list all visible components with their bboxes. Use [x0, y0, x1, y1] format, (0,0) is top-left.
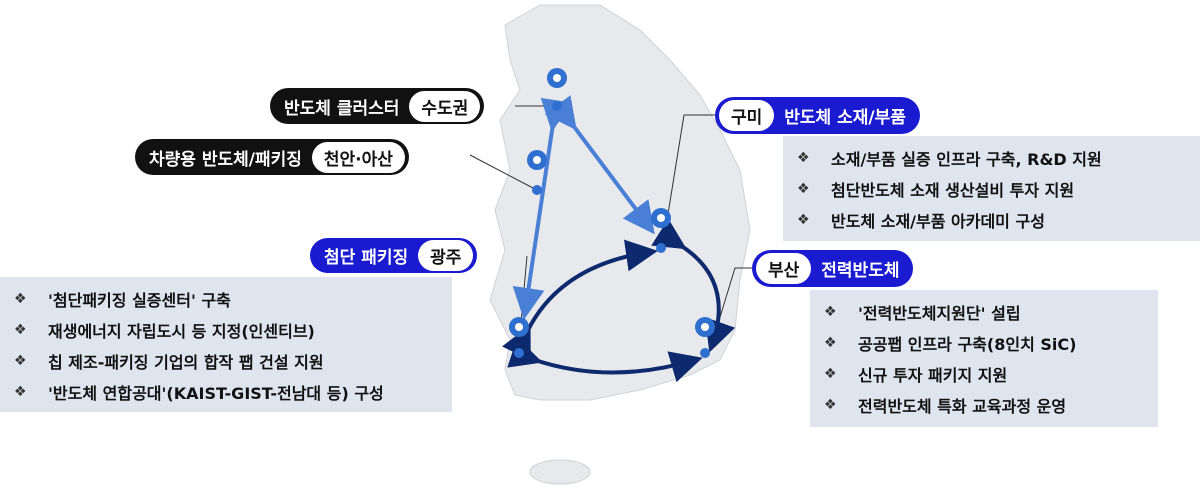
list-item: ❖ 칩 제조-패키징 기업의 합작 팹 건설 지원	[14, 345, 438, 376]
list-item: ❖ 소재/부품 실증 인프라 구축, R&D 지원	[797, 142, 1186, 173]
bullet-icon: ❖	[824, 396, 837, 413]
item-text: '첨단패키징 실증센터' 구축	[48, 290, 231, 310]
item-text: '전력반도체지원단' 설립	[858, 303, 1021, 323]
list-item: ❖ 첨단반도체 소재 생산설비 투자 지원	[797, 173, 1186, 204]
bullet-icon: ❖	[797, 180, 810, 197]
list-item: ❖ 공공팹 인프라 구축(8인치 SiC)	[824, 327, 1144, 358]
item-text: 칩 제조-패키징 기업의 합작 팹 건설 지원	[48, 352, 324, 372]
item-text: '반도체 연합공대'(KAIST-GIST-전남대 등) 구성	[48, 383, 384, 403]
item-text: 소재/부품 실증 인프라 구축, R&D 지원	[831, 149, 1102, 169]
bullet-icon: ❖	[14, 321, 27, 338]
leader-line	[662, 114, 715, 246]
item-text: 재생에너지 자립도시 등 지정(인센티브)	[48, 321, 315, 341]
region-label-capital: 반도체 클러스터 수도권	[270, 88, 485, 124]
item-text: 공공팹 인프라 구축(8인치 SiC)	[858, 334, 1077, 354]
region-label-busan: 부산 전력반도체	[752, 250, 914, 287]
arrow-gwangju-busan	[507, 337, 703, 383]
bullet-icon: ❖	[14, 383, 27, 400]
list-item: ❖ '첨단패키징 실증센터' 구축	[14, 283, 438, 314]
list-item: ❖ 전력반도체 특화 교육과정 운영	[824, 389, 1144, 420]
list-item: ❖ 신규 투자 패키지 지원	[824, 358, 1144, 389]
bullet-icon: ❖	[824, 303, 837, 320]
pin-icon-busan	[695, 317, 715, 358]
item-text: 전력반도체 특화 교육과정 운영	[858, 396, 1067, 416]
region-title: 전력반도체	[821, 261, 900, 281]
arrow-gumi-busan	[651, 218, 736, 353]
list-item: ❖ '반도체 연합공대'(KAIST-GIST-전남대 등) 구성	[14, 376, 438, 407]
region-place: 구미	[719, 100, 775, 131]
region-title: 반도체 소재/부품	[784, 108, 906, 128]
arrow-capital-gumi	[544, 95, 655, 235]
region-place: 천안·아산	[311, 141, 405, 173]
peninsula-shape	[489, 4, 751, 401]
gumi-details: ❖ 소재/부품 실증 인프라 구축, R&D 지원 ❖ 첨단반도체 소재 생산설비 …	[783, 136, 1200, 241]
jeju-island	[529, 459, 591, 485]
region-label-cheonan: 차량용 반도체/패키징 천안·아산	[135, 139, 409, 175]
bullet-icon: ❖	[797, 149, 810, 166]
bullet-icon: ❖	[14, 352, 27, 369]
region-title: 차량용 반도체/패키징	[149, 149, 302, 170]
gwangju-details: ❖'첨단패키징 실증센터' 구축 ❖재생에너지 자립도시 등 지정(인센티브) …	[0, 277, 452, 412]
region-place: 부산	[756, 253, 812, 284]
region-place: 광주	[418, 240, 474, 271]
region-label-gwangju: 첨단 패키징 광주	[310, 238, 478, 273]
pin-icon-gumi	[651, 208, 671, 253]
item-text: 반도체 소재/부품 아카데미 구성	[831, 211, 1045, 231]
bullet-icon: ❖	[797, 211, 810, 228]
region-label-gumi: 구미 반도체 소재/부품	[715, 97, 920, 134]
pin-icon-cheonan	[527, 150, 547, 195]
item-text: 신규 투자 패키지 지원	[858, 365, 1008, 385]
bullet-icon: ❖	[824, 334, 837, 351]
region-title: 반도체 클러스터	[284, 98, 400, 119]
region-title: 첨단 패키징	[324, 248, 409, 268]
pin-icon-gwangju	[509, 317, 529, 358]
region-place: 수도권	[409, 90, 481, 122]
busan-details: ❖ '전력반도체지원단' 설립 ❖ 공공팹 인프라 구축(8인치 SiC) ❖ 신규 …	[810, 290, 1158, 427]
list-item: ❖ 반도체 소재/부품 아카데미 구성	[797, 204, 1186, 235]
arrow-gwangju-gumi	[502, 239, 658, 361]
pin-icon-capital	[547, 68, 567, 111]
bullet-icon: ❖	[14, 290, 27, 307]
item-text: 첨단반도체 소재 생산설비 투자 지원	[831, 180, 1075, 200]
list-item: ❖ 재생에너지 자립도시 등 지정(인센티브)	[14, 314, 438, 345]
bullet-icon: ❖	[824, 365, 837, 382]
list-item: ❖ '전력반도체지원단' 설립	[824, 296, 1144, 327]
